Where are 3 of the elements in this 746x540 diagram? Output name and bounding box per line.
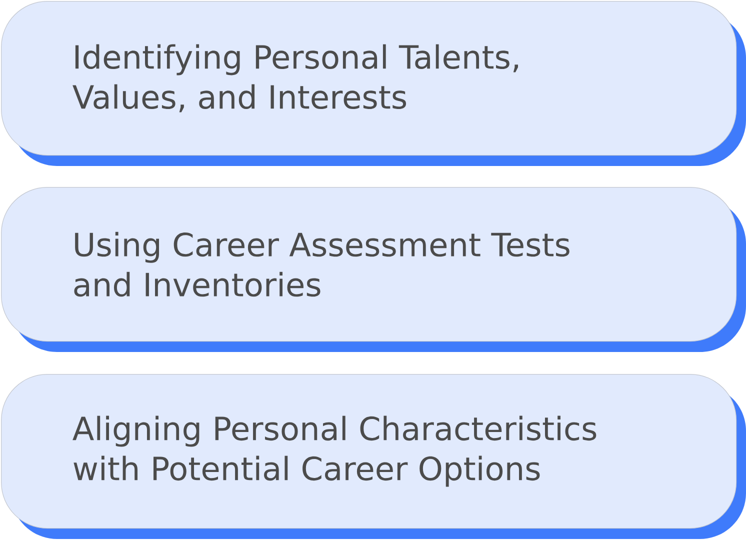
step-box: Aligning Personal Characteristics with Potential Career Options xyxy=(1,374,746,539)
step-box: Using Career Assessment Tests and Inventories xyxy=(1,187,746,352)
step-box: Identifying Personal Talents, Values, and Interests xyxy=(1,1,746,166)
